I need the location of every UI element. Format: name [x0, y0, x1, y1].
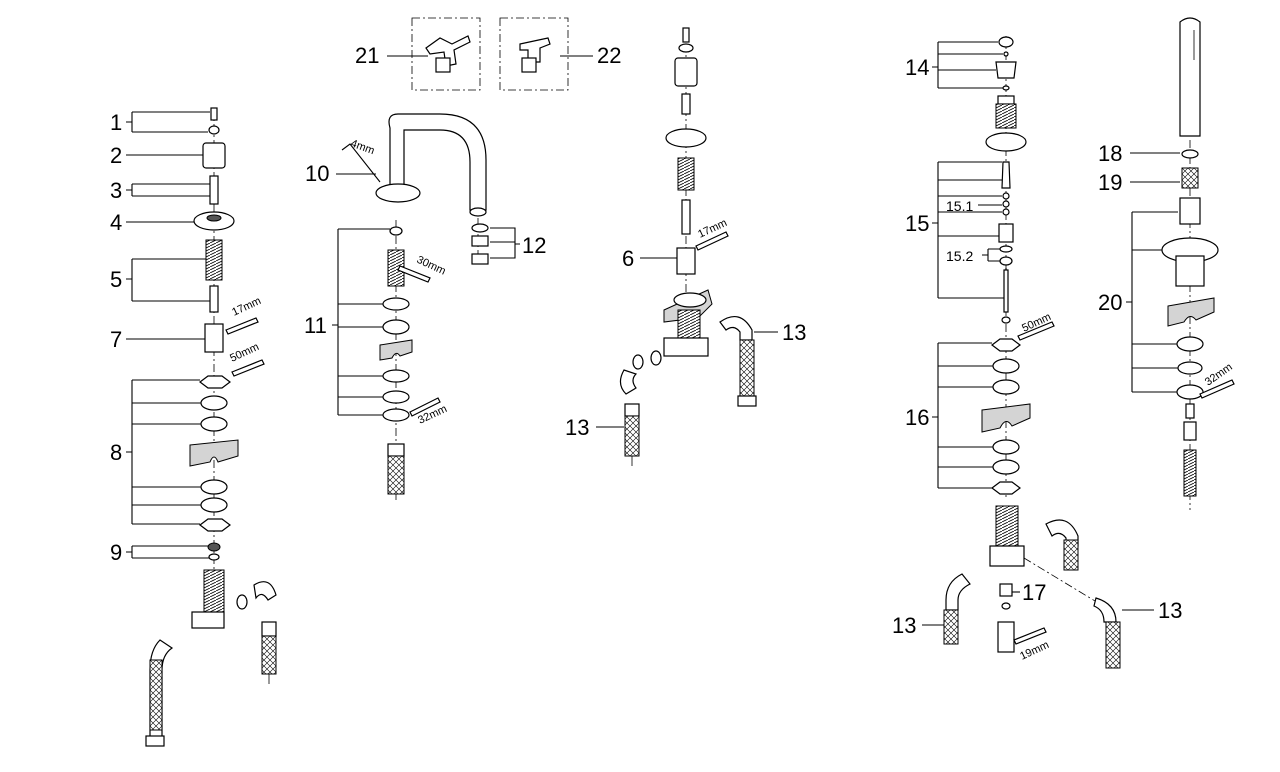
- svg-text:19mm: 19mm: [1018, 639, 1051, 663]
- callout-14: 14: [905, 55, 929, 80]
- svg-text:17mm: 17mm: [230, 295, 263, 319]
- callout-3: 3: [110, 178, 122, 203]
- callout-10: 10: [305, 161, 329, 186]
- wrench-32mm-icon: 32mm: [1199, 361, 1235, 399]
- handle-cap-part: [202, 142, 226, 169]
- sleeve-part: [205, 239, 223, 281]
- handle-option-22: [499, 17, 569, 91]
- callout-11: 11: [304, 313, 327, 338]
- callout-12: 12: [522, 233, 546, 258]
- wrench-17mm-icon: 17mm: [695, 217, 729, 251]
- callout-18: 18: [1098, 141, 1122, 166]
- nut-part: [199, 375, 231, 389]
- wrench-50mm-icon: 50mm: [1017, 311, 1055, 341]
- callout-15-1: 15.1: [946, 198, 973, 214]
- callout-13-center-right: 13: [782, 320, 806, 345]
- screw-part: [210, 107, 218, 121]
- wrench-50mm-icon: 50mm: [228, 341, 265, 377]
- callout-20: 20: [1098, 290, 1122, 315]
- callout-22: 22: [597, 43, 621, 68]
- spindle-part: [209, 175, 219, 205]
- valve-left-assembly: [145, 107, 277, 747]
- callout-13-center-left: 13: [565, 415, 589, 440]
- wrench-30mm-icon: 30mm: [397, 254, 448, 283]
- callout-17: 17: [1022, 580, 1046, 605]
- callout-4: 4: [110, 210, 122, 235]
- svg-text:50mm: 50mm: [228, 341, 261, 365]
- svg-text:4mm: 4mm: [349, 138, 376, 158]
- callout-15: 15: [905, 211, 929, 236]
- callouts-left: 1 2 3 4 5 7 8 9 17mm 50mm: [110, 110, 265, 565]
- cap-part: [208, 125, 220, 135]
- callout-19: 19: [1098, 170, 1122, 195]
- callout-13-diverter-right: 13: [1158, 598, 1182, 623]
- callout-15-2: 15.2: [946, 248, 973, 264]
- diverter-assembly: 13 13 17 19mm 50mm 14 15 15.1 15.2 16: [892, 36, 1182, 669]
- wrench-17mm-icon: 17mm: [225, 295, 263, 335]
- cartridge-part: [204, 323, 224, 353]
- callout-9: 9: [110, 540, 122, 565]
- callout-8: 8: [110, 440, 122, 465]
- hand-shower-assembly: 18 19 20 32mm: [1098, 17, 1235, 510]
- spout-part: [388, 113, 487, 211]
- valve-center-assembly: 6 17mm 13 13: [565, 27, 806, 466]
- callout-13-diverter-left: 13: [892, 613, 916, 638]
- spout-assembly: 21 22 12 4mm 10 11: [304, 17, 621, 500]
- hand-shower-part: [1179, 17, 1201, 137]
- callout-5: 5: [110, 267, 122, 292]
- callout-2: 2: [110, 143, 122, 168]
- callout-21: 21: [355, 43, 379, 68]
- callout-6: 6: [622, 246, 634, 271]
- callout-16: 16: [905, 405, 929, 430]
- handle-option-21: [411, 17, 481, 91]
- hex-key-icon: [341, 143, 381, 183]
- wrench-19mm-icon: 19mm: [1013, 627, 1051, 663]
- callout-7: 7: [110, 327, 122, 352]
- bracket-part: [189, 439, 239, 467]
- hose-part: [739, 339, 755, 399]
- hose-part: [387, 455, 405, 495]
- valve-body-part: [203, 569, 225, 615]
- wrench-32mm-icon: 32mm: [409, 397, 449, 427]
- callout-1: 1: [110, 110, 122, 135]
